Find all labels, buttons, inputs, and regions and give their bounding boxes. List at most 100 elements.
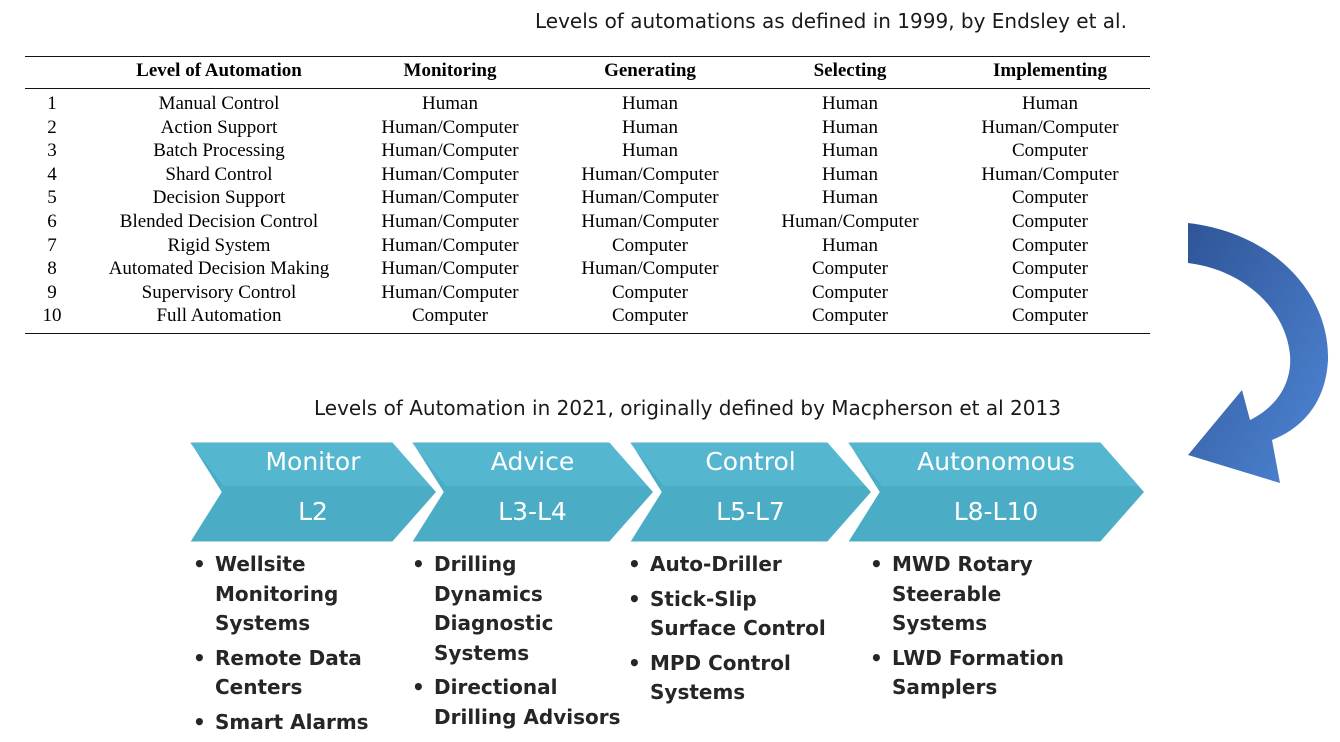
chevron-shape — [625, 439, 876, 545]
table-cell: Computer — [612, 281, 688, 303]
table-cell: 3 — [47, 140, 57, 162]
table-cell: 8 — [47, 258, 57, 280]
table-row: 5 Decision Support Human/Computer Human/Com… — [25, 186, 1150, 210]
table-cell: Human — [422, 93, 478, 114]
table-cell: Human/Computer — [381, 258, 519, 280]
table-cell: Human — [822, 234, 878, 256]
table-cell: Human/Computer — [381, 211, 519, 232]
table-cell: Blended Decision Control — [119, 211, 319, 232]
table-cell: Human/Computer — [781, 211, 919, 232]
table-cell: Computer — [1012, 258, 1088, 280]
bullet-line: Drilling — [434, 552, 517, 576]
table-cell: Human — [622, 93, 678, 114]
header-cell: Implementing — [993, 60, 1107, 81]
table-cell: Shard Control — [165, 163, 273, 185]
table-cell: 2 — [47, 116, 57, 138]
table-cell: Computer — [1012, 211, 1088, 232]
table-cell: Human — [822, 93, 878, 114]
table-cell: Computer — [1012, 140, 1088, 162]
bullet-line: Drilling Advisors — [434, 704, 621, 729]
table-cell: Human/Computer — [381, 163, 519, 185]
table-cell: Human/Computer — [381, 116, 519, 138]
bullet-line: Surface Control — [650, 616, 826, 640]
table-row: 4 Shard Control Human/Computer Human/Comput… — [25, 163, 1150, 187]
table-cell: Computer — [812, 258, 888, 280]
table-cell: Human/Computer — [381, 187, 519, 209]
chevron-shape — [185, 439, 441, 545]
table-cell: Computer — [612, 305, 688, 327]
table-row: 6 Blended Decision Control Human/Computer H… — [25, 210, 1150, 234]
bullet-line: Centers — [215, 675, 303, 699]
table-cell: Computer — [412, 305, 488, 327]
table-cell: 6 — [47, 211, 57, 232]
stage-bullet: Smart Alarms — [193, 708, 369, 738]
table-cell: Automated Decision Making — [108, 258, 330, 280]
table-top-rule — [25, 56, 1150, 58]
table-header-rule — [25, 88, 1150, 90]
table-row: 9 Supervisory Control Human/Computer Comput… — [25, 281, 1150, 305]
stage-title: Control — [705, 447, 796, 476]
bullet-line: Auto-Driller — [650, 552, 782, 576]
table-cell: Human — [822, 187, 878, 209]
table-cell: Computer — [1012, 234, 1088, 256]
table-cell: Full Automation — [156, 305, 282, 327]
table-cell: Human/Computer — [981, 163, 1119, 185]
stage-level: L8-L10 — [953, 497, 1039, 526]
header-cell: Level of Automation — [136, 60, 302, 81]
bullet-line: Systems — [650, 680, 746, 704]
table-cell: Human/Computer — [981, 116, 1119, 138]
table-cell: Decision Support — [152, 187, 286, 209]
table-cell: 5 — [47, 187, 57, 209]
table-cell: Manual Control — [158, 93, 280, 114]
table-cell: Supervisory Control — [141, 281, 297, 303]
chevron-shape — [843, 439, 1149, 545]
table-row: 8 Automated Decision Making Human/Computer… — [25, 257, 1150, 281]
table-cell: Human — [822, 163, 878, 185]
stage-title: Monitor — [265, 447, 361, 476]
table-cell: Computer — [1012, 305, 1088, 327]
table-row: 2 Action Support Human/Computer Human Human H… — [25, 116, 1150, 140]
bullet-line: Stick-Slip — [650, 586, 757, 611]
table-cell: Computer — [812, 281, 888, 303]
table-cell: Human — [822, 116, 878, 138]
table-cell: Computer — [812, 305, 888, 327]
table-cell: 1 — [47, 93, 57, 114]
bullet-line: Smart Alarms — [215, 709, 369, 734]
table-cell: Human/Computer — [381, 281, 519, 303]
table-cell: Human — [622, 116, 678, 138]
table-cell: Computer — [612, 234, 688, 256]
curved-arrow-icon — [1188, 223, 1329, 483]
stage-level: L3-L4 — [498, 497, 567, 526]
table-cell: 7 — [47, 234, 57, 256]
table-cell: Batch Processing — [153, 140, 285, 162]
bullet-line: Samplers — [892, 675, 998, 699]
table-cell: Human/Computer — [381, 234, 519, 256]
stage-title: Autonomous — [917, 447, 1075, 476]
bullet-line: Monitoring — [215, 581, 339, 606]
bullet-line: Systems — [215, 611, 311, 635]
stage-bullet-list: MWD RotarySteerableSystemsLWD FormationS… — [870, 550, 1064, 708]
table-cell: Human/Computer — [581, 187, 719, 209]
bullet-line: Systems — [434, 640, 530, 665]
bullet-line: Systems — [892, 611, 988, 635]
table-cell: 10 — [42, 305, 62, 327]
bullet-line: LWD Formation — [892, 645, 1065, 670]
table-cell: 4 — [47, 163, 57, 185]
table-cell: Human — [622, 140, 678, 162]
table-cell: Action Support — [160, 116, 278, 138]
table-cell: 9 — [47, 281, 57, 303]
table-row: 10 Full Automation Computer Computer Compute… — [25, 304, 1150, 328]
stage-title: Advice — [490, 447, 575, 476]
